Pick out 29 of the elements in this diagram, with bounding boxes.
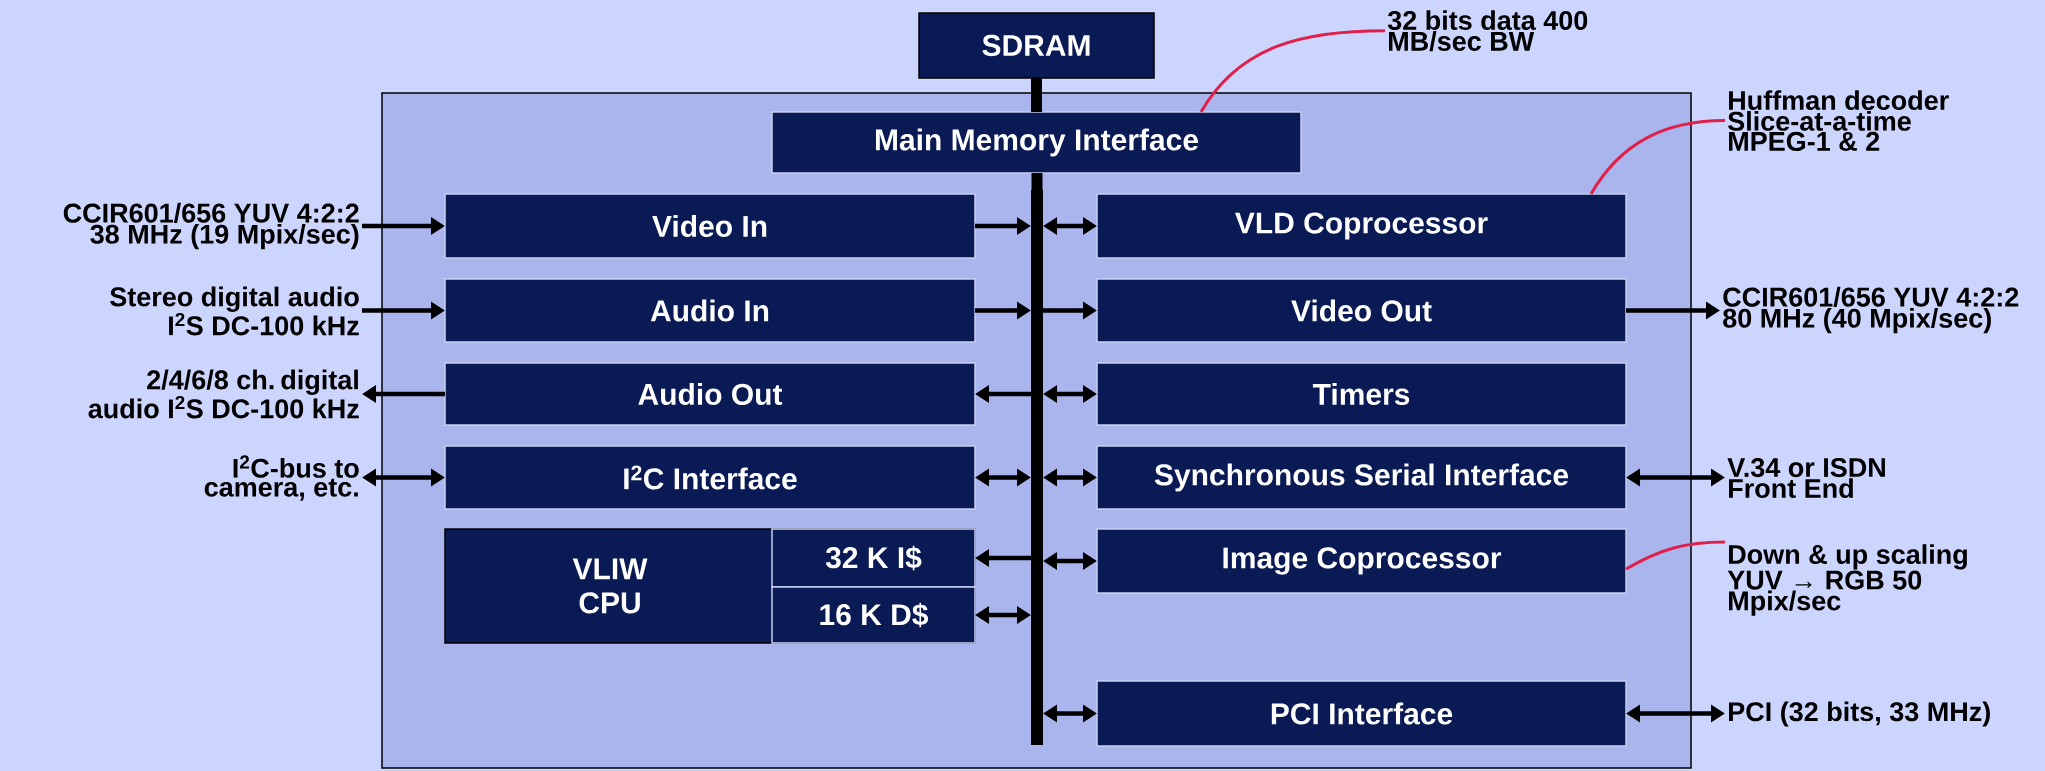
cache-cell: Video In [444,193,976,259]
cache-cell: PCI Interface [1096,680,1627,747]
signal-note: I$^{2}$C-bus to camera, etc. [204,455,359,501]
signal-note: Stereo digital audio I$^{2}$S DC-100 kHz [110,286,359,336]
cache-cell: 16 K D$ [771,586,976,644]
cache-cell: VLD Coprocessor [1096,193,1627,259]
signal-note: CCIR601/656 YUV 4:2:2 38 MHz (19 Mpix/sec) [63,202,359,250]
bus-line [1031,173,1043,190]
signal-note: CCIR601/656 YUV 4:2:2 80 MHz (40 Mpix/sec) [1723,286,2019,334]
cache-cell: Main Memory Interface [771,111,1302,174]
signal-note: Down & up scaling YUV → RGB 50 Mpix/sec [1727,544,1967,616]
signal-note: 32 bits data 400 MB/sec BW [1387,10,1588,52]
signal-note: Huffman decoder Slice-at-a-time MPEG-1 & 2 [1728,90,1949,151]
cache-cell: Synchronous Serial Interface [1096,445,1627,510]
leader-line [1625,540,1726,571]
leader-line [1199,29,1386,113]
block-box: SDRAM [918,12,1155,79]
cache-cell: Audio Out [444,362,976,426]
cache-cell: Video Out [1096,278,1627,343]
cache-cell: Image Coprocessor [1096,528,1627,594]
signal-note: PCI (32 bits, 33 MHz) [1729,701,1990,727]
cache-cell: Timers [1096,362,1627,426]
signal-note: V.34 or ISDN Front End [1727,458,1885,498]
signal-note: 2/4/6/8 ch. digital audio I$^{2}$S DC-100 kHz [88,369,359,419]
cache-cell: 32 K I$ [771,528,976,588]
cache-cell: I$^{2}$C Interface [444,445,976,510]
leader-line [1589,119,1726,195]
bus-line [1031,78,1042,112]
cache-cell: Audio In [444,278,976,343]
